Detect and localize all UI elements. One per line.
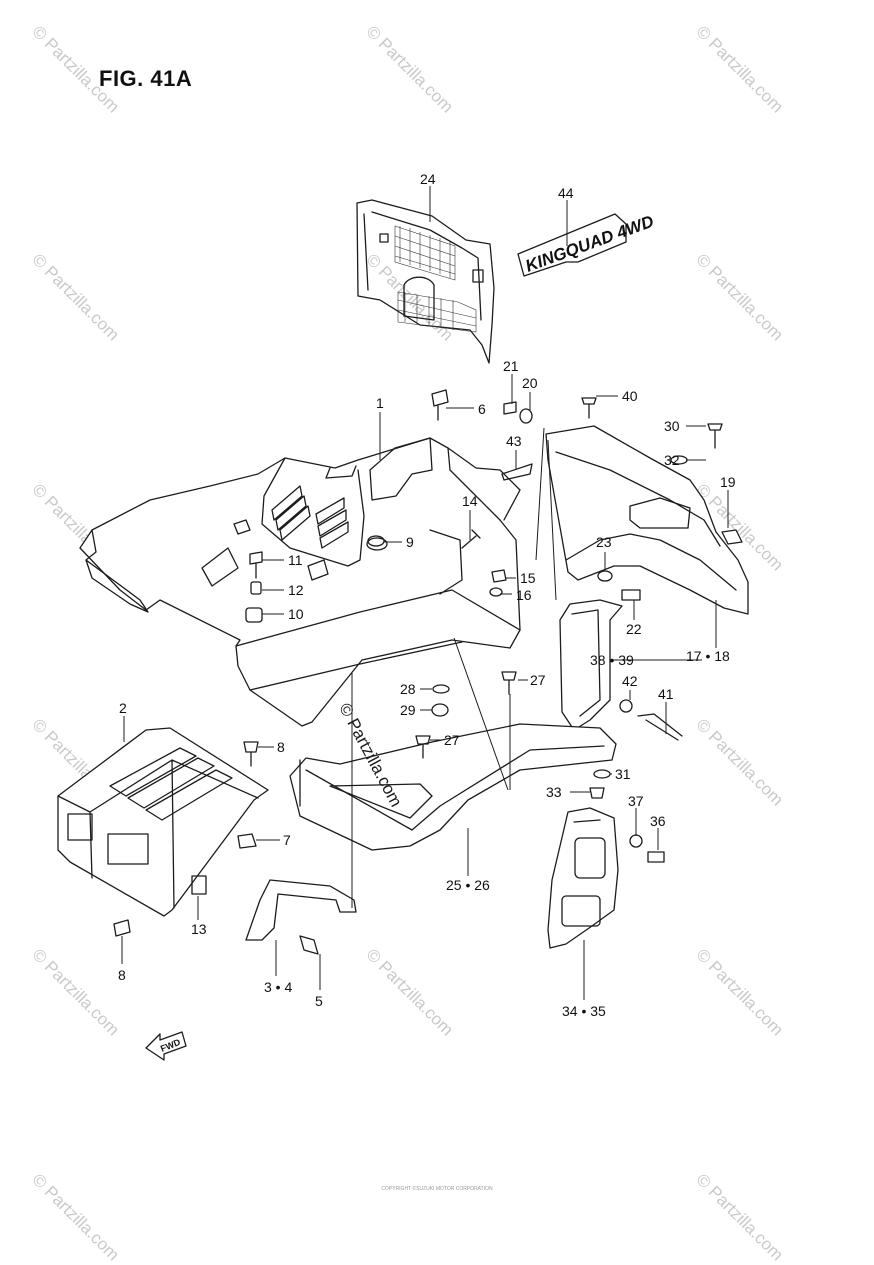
callout-33: 33 [546,784,562,800]
kingquad-emblem-part: KINGQUAD 4WD [517,212,656,277]
callout-6: 6 [478,401,486,417]
nut-15 [491,569,507,583]
callout-labels: 24 44 1 6 21 20 40 30 32 43 19 14 9 11 1… [118,171,736,1019]
bolt-19 [721,529,743,545]
callout-1: 1 [376,395,384,411]
callout-27b: 27 [444,732,460,748]
washer-28 [432,684,450,694]
callout-16: 16 [516,587,532,603]
collar-12 [250,581,262,595]
callout-9: 9 [406,534,414,550]
callout-13: 13 [191,921,207,937]
mud-guard-part [547,807,619,949]
callout-24: 24 [420,171,436,187]
bolt-36 [647,851,665,863]
fwd-arrow-icon: FWD [145,1031,187,1061]
bolt-8a [243,741,259,767]
lower-guard-part [57,727,269,917]
washer-23 [597,570,613,582]
screw-27a [501,671,517,695]
leader-lines [121,186,729,1000]
clip-7 [237,833,257,849]
callout-20: 20 [522,375,538,391]
washer-42 [619,699,633,713]
callout-34-35: 34 • 35 [562,1003,606,1019]
washer-16 [489,587,503,597]
screw-14 [461,529,481,549]
callout-32: 32 [664,452,680,468]
callout-8a: 8 [277,739,285,755]
washer-20 [519,408,533,424]
nut-33 [589,787,605,799]
footrest-frame-part [289,723,617,851]
callout-28: 28 [400,681,416,697]
callout-30: 30 [664,418,680,434]
callout-37: 37 [628,793,644,809]
callout-22: 22 [626,621,642,637]
callout-17-18: 17 • 18 [686,648,730,664]
callout-19: 19 [720,474,736,490]
callout-29: 29 [400,702,416,718]
bolt-8b [113,919,131,937]
bolt-5 [299,935,319,955]
clip-13 [191,875,207,895]
cushion-10 [245,607,263,623]
diagram-drawing: KINGQUAD 4WD [57,171,749,1061]
bracket-part [245,879,357,941]
callout-11: 11 [288,552,303,568]
callout-44: 44 [558,185,574,201]
grommet-29 [431,703,449,717]
rivet-41 [637,713,683,741]
callout-38-39: 38 • 39 [590,652,634,668]
figure-title: FIG. 41A [99,66,193,91]
callout-31: 31 [615,766,631,782]
hardware-parts [113,389,743,955]
callout-27a: 27 [530,672,546,688]
callout-42: 42 [622,673,638,689]
callout-23: 23 [596,534,612,550]
callout-43: 43 [506,433,522,449]
front-fender-part [79,437,521,727]
bolt-11 [249,551,263,579]
washer-31 [593,769,611,779]
callout-5: 5 [315,993,323,1009]
callout-14: 14 [462,493,478,509]
callout-41: 41 [658,686,674,702]
nut-21 [503,401,517,415]
callout-40: 40 [622,388,638,404]
washer-37 [629,834,643,848]
callout-7: 7 [283,832,291,848]
callout-3-4: 3 • 4 [264,979,292,995]
screw-27b [415,735,431,759]
copyright-fine-print: COPYRIGHT ©SUZUKI MOTOR CORPORATION [381,1186,493,1192]
clip-43 [501,463,533,481]
screw-40 [581,397,597,419]
callout-2: 2 [119,700,127,716]
front-panel-part [356,199,495,364]
screw-30 [707,423,723,449]
callout-8b: 8 [118,967,126,983]
callout-36: 36 [650,813,666,829]
bolt-22 [621,589,641,601]
bolt-6 [431,389,449,421]
callout-12: 12 [288,582,304,598]
callout-25-26: 25 • 26 [446,877,490,893]
callout-10: 10 [288,606,304,622]
grommet-9 [367,535,385,547]
parts-diagram: © Partzilla.com © Partzilla.com © Partzi… [29,22,787,1264]
callout-21: 21 [503,358,519,374]
callout-15: 15 [520,570,536,586]
side-fender-part [545,425,749,615]
